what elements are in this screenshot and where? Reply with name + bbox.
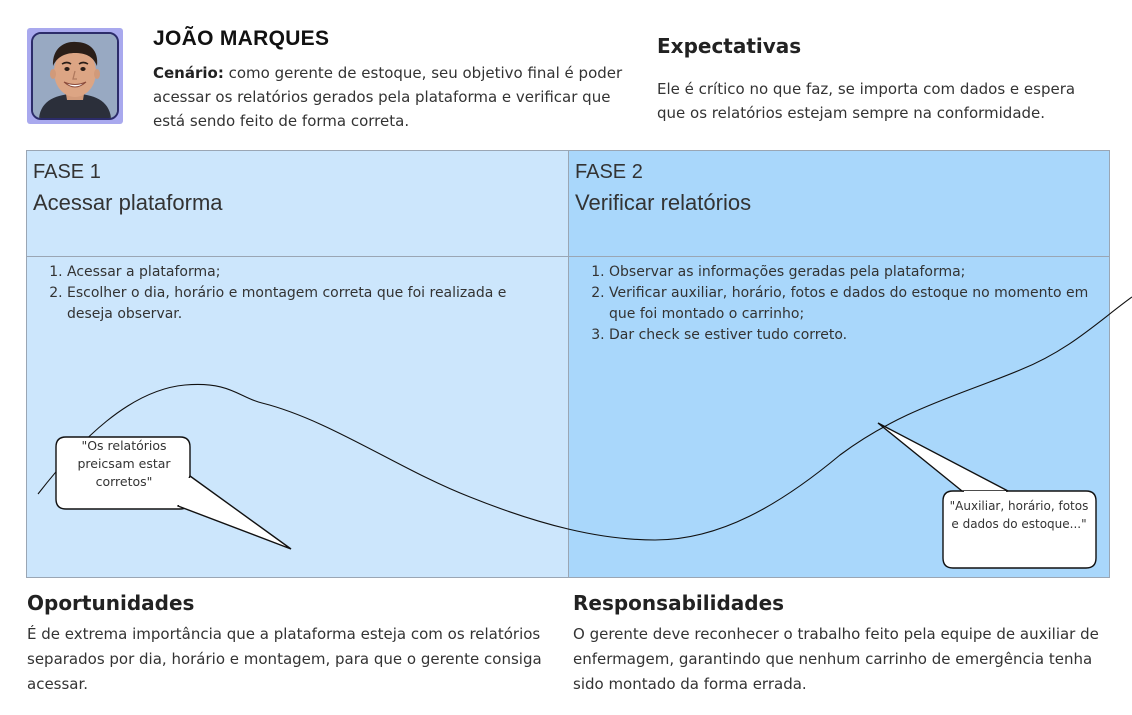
phase-2-number: FASE 2: [575, 161, 643, 183]
phase-2-steps: Observar as informações geradas pela pla…: [589, 262, 1109, 346]
opportunities-title: Oportunidades: [27, 591, 195, 615]
scenario-label: Cenário:: [153, 64, 224, 82]
scenario-text: como gerente de estoque, seu objetivo fi…: [153, 64, 623, 130]
persona-avatar: [27, 28, 123, 124]
persona-photo-frame: [31, 32, 119, 120]
expectations-title: Expectativas: [657, 34, 802, 58]
persona-name: JOÃO MARQUES: [153, 27, 330, 50]
phase-1-step: Acessar a plataforma;: [67, 262, 547, 283]
responsibilities-title: Responsabilidades: [573, 591, 785, 615]
phase-1-steps: Acessar a plataforma; Escolher o dia, ho…: [47, 262, 547, 325]
phase-1-header: FASE 1 Acessar plataforma: [27, 151, 568, 257]
phase-2-step: Observar as informações geradas pela pla…: [609, 262, 1109, 283]
persona-face-illustration: [33, 34, 117, 118]
responsibilities-text: O gerente deve reconhecer o trabalho fei…: [573, 625, 1099, 693]
phase-2-title: Verificar relatórios: [575, 190, 752, 215]
quote-2-text: "Auxiliar, horário, fotos e dados do est…: [949, 499, 1089, 531]
phase-1-column: FASE 1 Acessar plataforma Acessar a plat…: [27, 151, 569, 577]
expectations-text: Ele é crítico no que faz, se importa com…: [657, 80, 1076, 122]
phase-1-step: Escolher o dia, horário e montagem corre…: [67, 283, 547, 325]
persona-scenario: Cenário: como gerente de estoque, seu ob…: [153, 61, 623, 133]
quote-1-text: "Os relatórios preicsam estar corretos": [77, 438, 171, 489]
opportunities-text: É de extrema importância que a plataform…: [27, 625, 542, 693]
phase-2-step: Verificar auxiliar, horário, fotos e dad…: [609, 283, 1109, 325]
phase-1-number: FASE 1: [33, 161, 101, 183]
phase-2-step: Dar check se estiver tudo correto.: [609, 325, 1109, 346]
phase-1-title: Acessar plataforma: [33, 190, 223, 215]
phase-2-header: FASE 2 Verificar relatórios: [569, 151, 1109, 257]
